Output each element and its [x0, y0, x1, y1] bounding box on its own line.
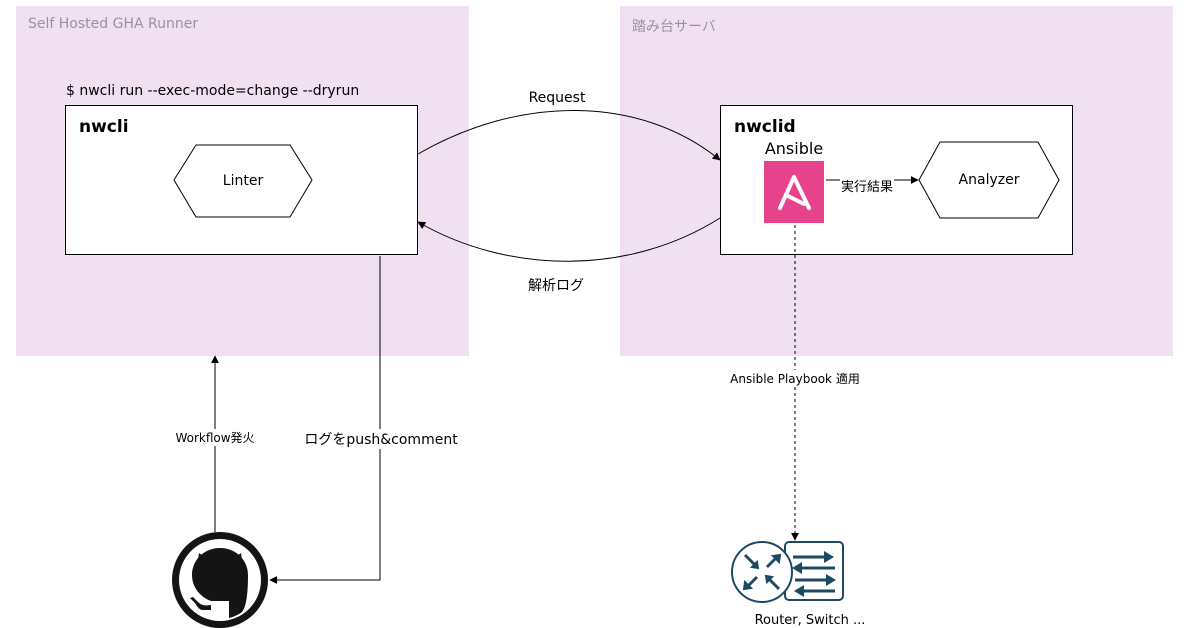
nwcli-title: nwcli: [79, 117, 129, 137]
analysis-log-arrow: [417, 217, 721, 262]
ansible-label: Ansible: [764, 139, 824, 158]
push-comment-label: ログをpush&comment: [302, 429, 460, 449]
router-icon: [731, 541, 793, 603]
push-comment-arrow: [269, 256, 381, 584]
exec-result-label: 実行結果: [840, 176, 895, 195]
github-octocat-icon: [172, 532, 268, 628]
nwclid-title: nwclid: [734, 117, 796, 137]
command-label: $ nwcli run --exec-mode=change --dryrun: [66, 83, 360, 99]
analyzer-hexagon: [918, 141, 1060, 219]
devices-label: Router, Switch ...: [754, 613, 866, 628]
runner-zone-title: Self Hosted GHA Runner: [28, 16, 199, 32]
workflow-trigger-label: Workflow発火: [173, 429, 257, 446]
bastion-zone-title: 踏み台サーバ: [632, 19, 716, 35]
switch-icon: [784, 541, 844, 601]
ansible-logo-icon: [764, 161, 824, 223]
analyzer-label: Analyzer: [958, 172, 1020, 188]
linter-label: Linter: [222, 173, 264, 189]
request-label: Request: [528, 90, 586, 106]
playbook-apply-label: Ansible Playbook 適用: [728, 370, 862, 387]
analysis-log-label: 解析ログ: [528, 278, 584, 294]
request-arrow: [417, 110, 721, 161]
linter-hexagon: [173, 144, 313, 218]
